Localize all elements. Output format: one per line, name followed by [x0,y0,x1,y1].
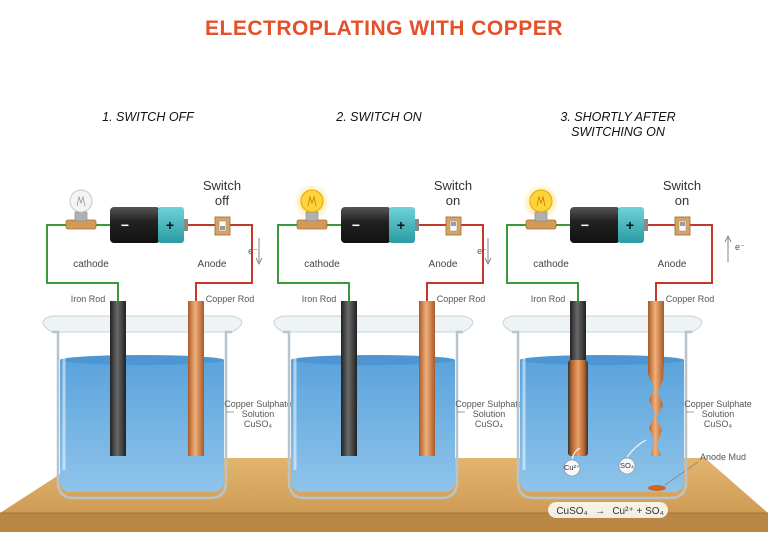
ion-arrow [571,447,581,460]
cathode-label: cathode [304,259,340,270]
beaker-glass [512,330,692,500]
equation-reactant: CuSO₄ [556,506,587,517]
equation-arrow: → [595,506,605,517]
solution-label: Copper Sulphate [455,399,523,409]
battery-icon: −+ [341,207,419,243]
step-heading: SWITCHING ON [571,125,666,139]
lit-bulb-icon [523,184,559,230]
iron-rod [110,301,126,456]
anode-mud-label: Anode Mud [700,452,746,462]
battery-icon: −+ [570,207,648,243]
solution-label: CuSO₄ [475,419,504,429]
solution-label: CuSO₄ [704,419,733,429]
solution-label: CuSO₄ [244,419,273,429]
copper-sulphate-solution [520,360,684,492]
switch-label: on [446,193,460,208]
wire-red [426,224,484,301]
switch-icon [445,216,462,236]
eroded-copper-rod [648,360,664,456]
wire-green [277,224,350,301]
cathode-label: cathode [73,259,109,270]
copper-rod-label: Copper Rod [666,294,715,304]
solution-label: Solution [702,409,735,419]
so4-ion-label: SO₄ [620,461,634,470]
solution-label: Solution [242,409,275,419]
cathode-label: cathode [533,259,569,270]
iron-rod-label: Iron Rod [71,294,106,304]
copper-rod [188,301,204,456]
anode-mud-leader [664,461,699,486]
electron-flow-arrows: e⁻ [248,238,263,265]
copper-rod [648,301,664,360]
anode-label: Anode [658,259,687,270]
cu-ion-label: Cu²⁺ [564,463,580,472]
switch-icon [674,216,691,236]
battery-icon: −+ [110,207,188,243]
beaker-glass [283,330,463,500]
battery-negative-sign: − [581,217,589,233]
beaker [273,315,474,492]
unlit-bulb-icon [65,189,97,230]
equation-products: Cu²⁺ + SO₄ [612,506,663,517]
dissociation-equation: CuSO₄ → Cu²⁺ + SO₄ [548,502,668,518]
switch-label: Switch [203,178,241,193]
iron-rod [570,301,586,360]
switch-label: off [215,193,230,208]
iron-rod-label: Iron Rod [531,294,566,304]
copper-plated-rod [568,360,588,456]
copper-sulphate-solution [291,360,455,492]
step-heading: 3. SHORTLY AFTER [560,110,675,124]
cu-ion-icon [563,459,581,477]
battery-positive-sign: + [397,217,405,233]
electron-flow-arrows: e⁻ e⁻ [477,235,745,265]
copper-rod [419,301,435,456]
wire-red [195,224,253,301]
anode-label: Anode [429,259,458,270]
copper-rod-label: Copper Rod [206,294,255,304]
anode-mud [648,485,666,491]
wire-green [506,224,579,301]
copper-sulphate-solution [60,360,224,492]
electron-label: e⁻ [735,242,745,252]
switch-icon [214,216,231,236]
battery-positive-sign: + [626,217,634,233]
anode-label: Anode [198,259,227,270]
beaker [502,315,703,492]
switch-label: Switch [663,178,701,193]
battery-negative-sign: − [352,217,360,233]
electron-label: e⁻ [248,246,258,256]
iron-rod [341,301,357,456]
iron-rod-label: Iron Rod [302,294,337,304]
step-heading: 1. SWITCH OFF [102,110,195,124]
step-heading: 2. SWITCH ON [335,110,422,124]
copper-rod-label: Copper Rod [437,294,486,304]
switch-label: on [675,193,689,208]
ion-arrow [626,439,647,458]
battery-positive-sign: + [166,217,174,233]
solution-label: Copper Sulphate [224,399,292,409]
beaker [42,315,243,492]
solution-label: Solution [473,409,506,419]
solution-label: Copper Sulphate [684,399,752,409]
switch-label: Switch [434,178,472,193]
wire-red [655,224,713,301]
diagram-title: ELECTROPLATING WITH COPPER [205,17,563,40]
beaker-glass [52,330,232,500]
battery-negative-sign: − [121,217,129,233]
so4-ion-icon [618,457,636,475]
wire-green [46,224,119,301]
electron-label: e⁻ [477,246,487,256]
lit-bulb-icon [294,184,330,230]
